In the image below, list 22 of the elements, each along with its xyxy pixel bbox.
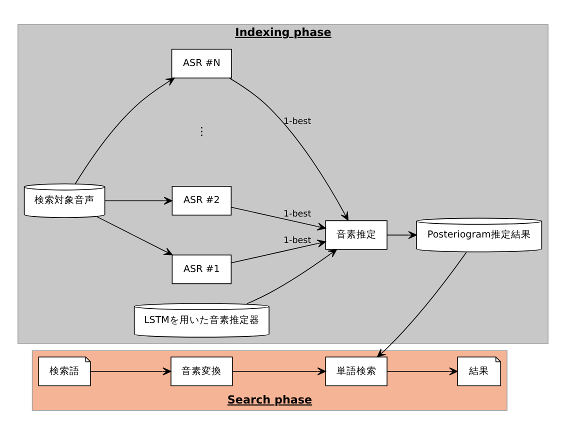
arrow [376,251,467,357]
edge-label: 1-best [284,209,312,220]
arrow [96,216,173,255]
arrow [230,239,326,263]
edge-label: 1-best [284,235,312,246]
node-box: ASR #N [171,48,232,78]
node-box: ASR #2 [172,186,232,215]
node-box: 音素推定 [325,220,388,250]
node-box: 単語検索 [325,356,388,386]
arrow [230,206,326,230]
arrow [74,77,175,184]
node-box: 音素変換 [170,356,233,386]
arrow [386,230,417,239]
arrow [104,196,172,204]
arrow [232,366,326,375]
node-box: ASR #1 [172,254,232,284]
edge-label: 1-best [284,116,312,127]
arrow [229,77,348,220]
arrow [246,248,338,304]
label: ⋮ [196,124,208,138]
arrow [386,366,458,375]
arrow [90,366,172,375]
